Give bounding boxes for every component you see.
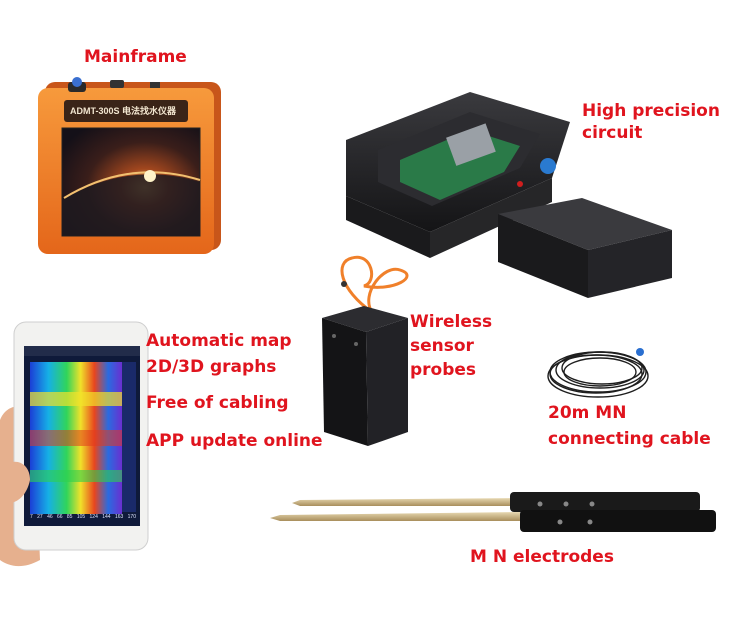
device-model-text: ADMT-300S 电法找水仪器 — [70, 106, 177, 116]
axis-tick: 66 — [56, 514, 63, 520]
axis-tick: 85 — [66, 514, 73, 520]
axis-tick: 144 — [102, 514, 111, 520]
phone-in-hand — [0, 321, 149, 567]
label-free-of-cabling: Free of cabling — [146, 393, 289, 413]
mn-cable-coil — [547, 348, 649, 398]
label-app-update-online: APP update online — [146, 431, 323, 451]
axis-tick: 124 — [89, 514, 98, 520]
label-wireless-sensor-probes: Wireless sensor probes — [410, 312, 493, 380]
label-mn-connecting-cable: 20m MN connecting cable — [548, 403, 711, 449]
phone-axis: 7 27 46 66 85 105 124 144 163 170 — [30, 514, 136, 520]
axis-tick: 163 — [114, 514, 124, 520]
axis-tick: 170 — [127, 514, 136, 520]
axis-tick: 46 — [47, 514, 53, 520]
label-2d-3d-graphs: 2D/3D graphs — [146, 357, 277, 377]
axis-tick: 27 — [37, 514, 43, 520]
axis-tick: 7 — [30, 514, 33, 520]
mn-electrodes — [270, 492, 716, 532]
wireless-probe — [322, 255, 409, 446]
label-mn-electrodes: M N electrodes — [470, 547, 614, 567]
mainframe-device — [38, 77, 221, 254]
label-high-precision-circuit: High precision circuit — [582, 101, 720, 143]
label-mainframe: Mainframe — [84, 47, 187, 67]
label-automatic-map: Automatic map — [146, 331, 292, 351]
axis-tick: 105 — [76, 514, 86, 520]
circuit-box — [346, 92, 672, 298]
